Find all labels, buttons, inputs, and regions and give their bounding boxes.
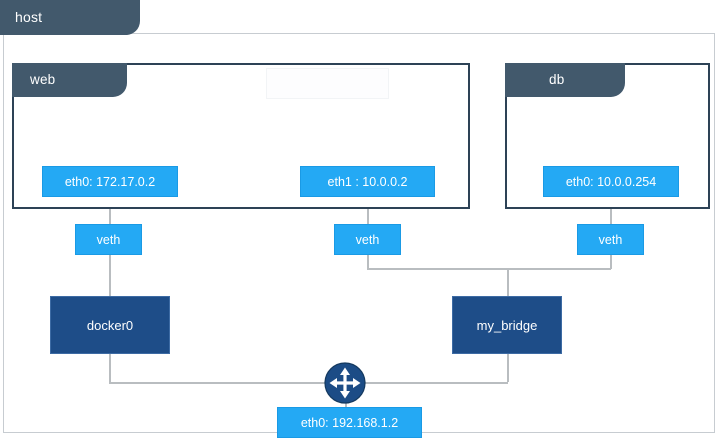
container-web-label: web [12,63,127,97]
bridge-docker0[interactable]: docker0 [50,296,170,354]
veth-web-docker0[interactable]: veth [75,224,142,255]
interface-web-eth0[interactable]: eth0: 172.17.0.2 [42,166,178,197]
bridge-my-bridge[interactable]: my_bridge [452,296,562,354]
line-web-eth0-to-veth1 [109,196,111,225]
interface-db-eth0[interactable]: eth0: 10.0.0.254 [543,166,679,197]
veth-db-mybridge[interactable]: veth [577,224,644,255]
host-label-tab: host [0,0,140,35]
line-mybridge-drop [507,353,509,382]
container-db-label: db [505,63,625,97]
line-veth1-to-docker0 [109,254,111,297]
interface-web-eth1[interactable]: eth1 : 10.0.0.2 [300,166,435,197]
line-bottom-bus [109,382,508,384]
line-veth2-drop [367,254,369,269]
line-db-eth0-to-veth3 [610,196,612,225]
line-web-eth1-to-veth2 [367,196,369,225]
line-veth3-drop [610,254,612,269]
line-docker0-drop [109,353,111,382]
router-icon[interactable] [324,362,366,404]
interface-host-eth0[interactable]: eth0: 192.168.1.2 [277,407,422,438]
web-ghost-rectangle [266,68,389,99]
veth-web-mybridge[interactable]: veth [334,224,401,255]
line-veth-bus-to-mybridge [367,268,611,270]
line-bus-to-mybridge [507,268,509,297]
